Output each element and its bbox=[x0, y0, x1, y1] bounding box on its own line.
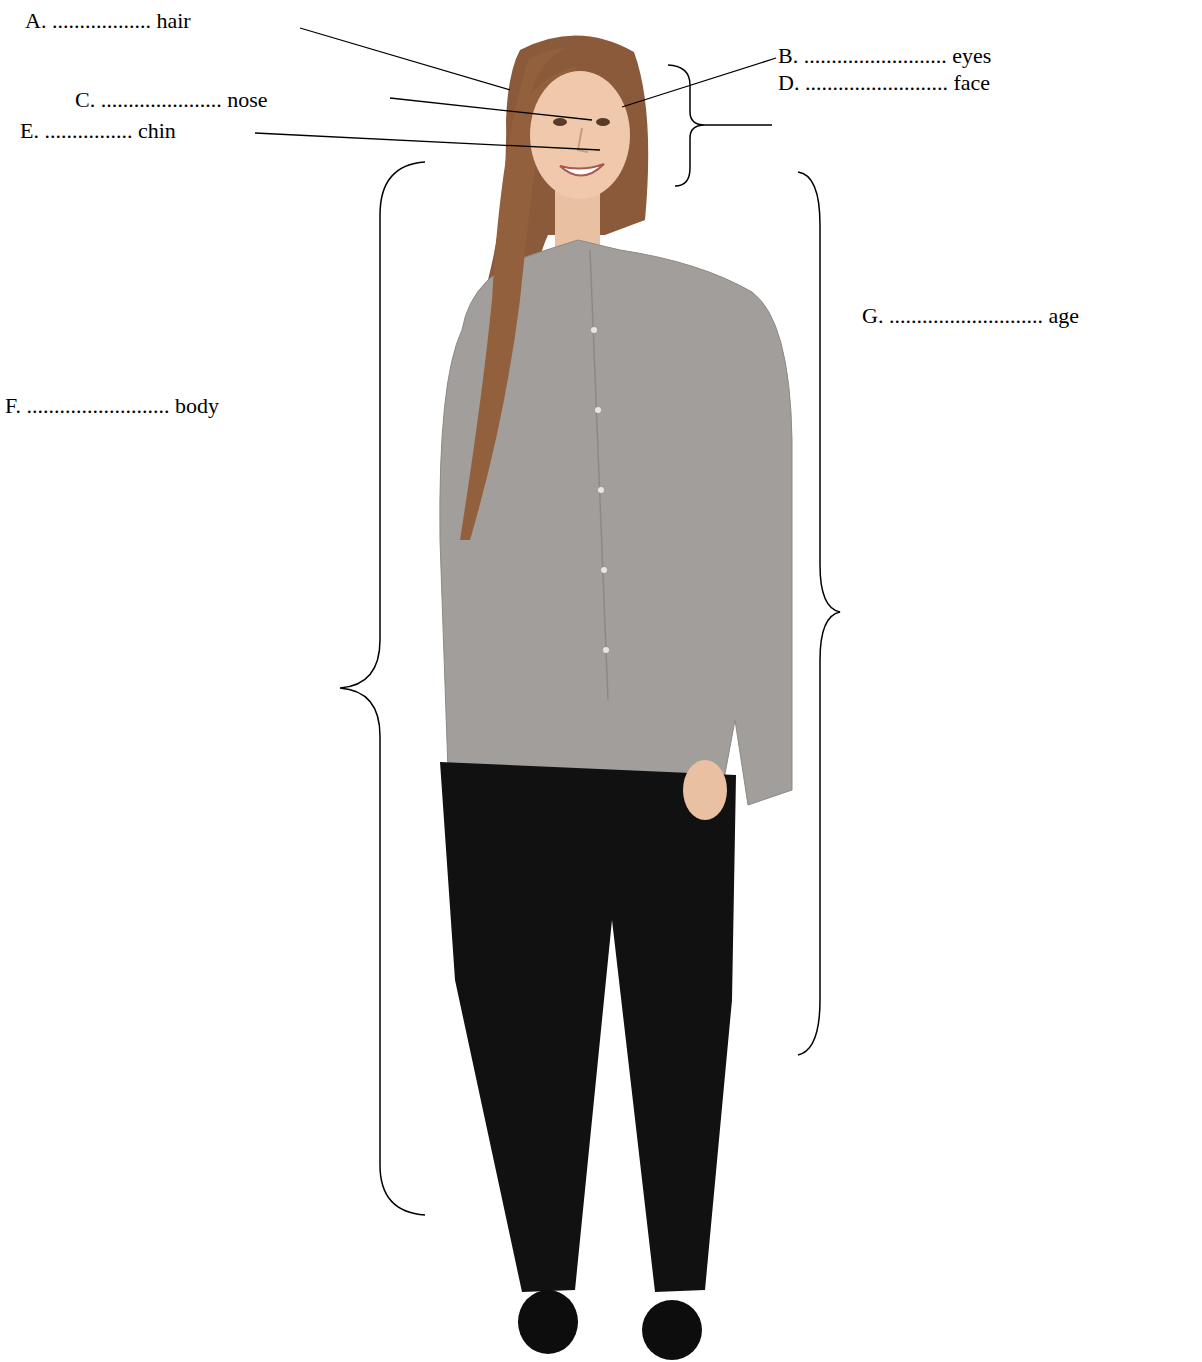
part-label: G. ............................ age bbox=[862, 303, 1079, 329]
hair-top bbox=[530, 42, 632, 100]
shoe bbox=[518, 1290, 578, 1354]
leader-line bbox=[390, 98, 592, 120]
leader-lines bbox=[255, 28, 776, 150]
leader-line bbox=[255, 133, 600, 150]
leader-line bbox=[300, 28, 510, 90]
part-label: C. ...................... nose bbox=[75, 87, 268, 113]
part-label: A. .................. hair bbox=[25, 8, 191, 34]
brackets bbox=[340, 65, 840, 1215]
age-bracket bbox=[798, 172, 840, 1055]
body-bracket bbox=[340, 162, 425, 1215]
shoe bbox=[642, 1300, 702, 1360]
woman-figure bbox=[440, 35, 792, 1360]
trousers bbox=[440, 762, 736, 1292]
face bbox=[530, 71, 630, 199]
smile bbox=[560, 164, 604, 176]
part-label: B. .......................... eyes bbox=[778, 43, 991, 69]
part-label: E. ................ chin bbox=[20, 118, 176, 144]
part-label: D. .......................... face bbox=[778, 70, 990, 96]
hand bbox=[683, 760, 727, 820]
shirt-buttons bbox=[591, 327, 609, 653]
part-label: F. .......................... body bbox=[5, 393, 219, 419]
leader-line bbox=[622, 58, 776, 107]
shirt-placket bbox=[590, 250, 608, 700]
face-bracket bbox=[668, 65, 772, 186]
